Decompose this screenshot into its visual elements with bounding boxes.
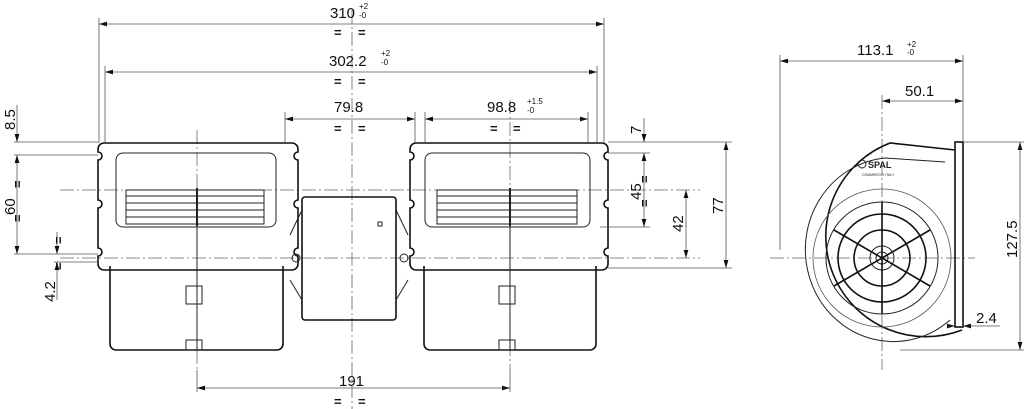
svg-text:=: = xyxy=(358,121,366,136)
svg-text:=: = xyxy=(637,175,652,183)
svg-text:-0: -0 xyxy=(359,11,367,20)
dim-slot-width: 4.2 xyxy=(42,281,59,302)
svg-text:=: = xyxy=(51,262,66,270)
dim-outlet-height: 45 xyxy=(628,183,645,200)
svg-text:=: = xyxy=(637,199,652,207)
svg-text:302.2: 302.2 xyxy=(329,53,367,70)
dim-side-depth: 113.1 +2 -0 xyxy=(857,40,917,59)
dim-flange-height: 77 xyxy=(710,197,727,214)
side-view: SPAL COMMERCIO ITALY xyxy=(804,141,964,343)
svg-text:-0: -0 xyxy=(527,106,535,115)
svg-text:=: = xyxy=(490,121,498,136)
svg-text:=: = xyxy=(513,121,521,136)
dim-flange-thickness: 2.4 xyxy=(976,310,997,327)
dim-axis-to-flange: 50.1 xyxy=(905,83,934,100)
svg-text:98.8: 98.8 xyxy=(487,99,516,116)
svg-text:=: = xyxy=(334,74,342,89)
dim-impeller-spacing: 191 xyxy=(339,373,364,390)
dim-overall-width: 310 +2 -0 xyxy=(330,2,369,22)
right-blower-housing xyxy=(409,142,609,351)
motor xyxy=(289,196,409,321)
dim-housing-width: 98.8 +1.5 -0 xyxy=(487,97,543,116)
svg-text:113.1: 113.1 xyxy=(857,42,893,59)
equal-marks: = = = = = = = = = = = = = = = = xyxy=(10,25,652,409)
svg-text:=: = xyxy=(358,394,366,409)
dim-flange-width: 302.2 +2 -0 xyxy=(329,49,391,70)
dim-slot-pitch: 60 xyxy=(2,198,19,215)
svg-text:=: = xyxy=(334,394,342,409)
svg-text:310: 310 xyxy=(330,5,355,22)
svg-text:+2: +2 xyxy=(907,40,917,49)
svg-text:=: = xyxy=(10,180,25,188)
brand-logo: SPAL COMMERCIO ITALY xyxy=(857,159,895,177)
svg-text:+2: +2 xyxy=(359,2,369,11)
svg-text:-0: -0 xyxy=(381,58,389,67)
svg-text:=: = xyxy=(358,74,366,89)
dim-top-offset-left: 8.5 xyxy=(2,109,19,130)
left-impeller-blades xyxy=(125,188,265,226)
impeller-front xyxy=(825,201,939,315)
dimension-lines xyxy=(14,18,1024,392)
svg-text:+2: +2 xyxy=(381,49,391,58)
svg-text:=: = xyxy=(334,25,342,40)
left-blower-housing xyxy=(97,142,299,351)
dim-center-to-slot: 42 xyxy=(670,215,687,232)
dim-side-height: 127.5 xyxy=(1004,220,1021,258)
dim-motor-gap: 79.8 xyxy=(334,99,363,116)
svg-text:=: = xyxy=(51,236,66,244)
svg-text:=: = xyxy=(334,121,342,136)
right-impeller-blades xyxy=(436,188,578,226)
svg-text:COMMERCIO ITALY: COMMERCIO ITALY xyxy=(862,173,895,177)
svg-text:=: = xyxy=(10,214,25,222)
svg-text:SPAL: SPAL xyxy=(868,160,892,170)
svg-text:+1.5: +1.5 xyxy=(527,97,543,106)
svg-text:=: = xyxy=(358,25,366,40)
svg-text:-0: -0 xyxy=(907,48,915,57)
dim-top-offset-right: 7 xyxy=(628,126,645,134)
